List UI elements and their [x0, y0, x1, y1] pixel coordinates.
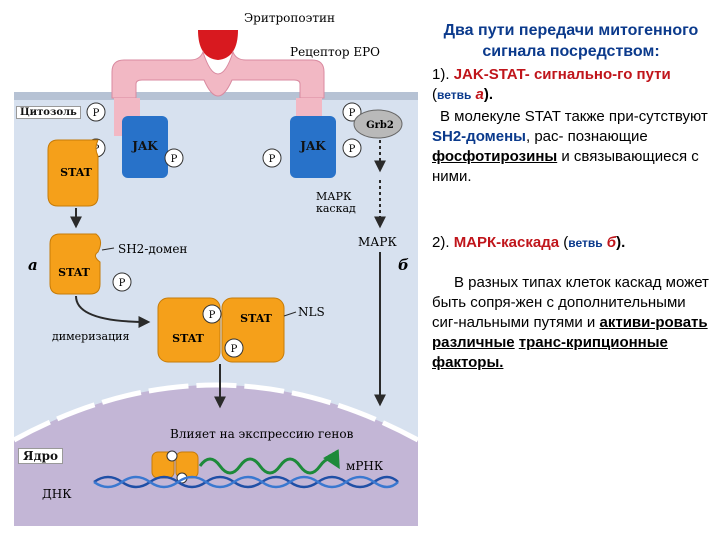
stat-free-label: STAT: [58, 266, 90, 279]
item1: 1). JAK-STAT- сигнально-го пути (ветвь а…: [432, 65, 710, 105]
item1-branch: ветвь: [437, 88, 472, 102]
nls-pointer: [283, 311, 297, 317]
jak-left: [122, 116, 168, 178]
para1-fosfo: фосфотирозины: [432, 148, 558, 165]
mapk-label: МАРК: [358, 235, 397, 249]
phospho-group: [166, 450, 178, 462]
p-label: P: [119, 278, 126, 289]
p-label: P: [209, 310, 216, 321]
item2: 2). МАРК-каскада (ветвь б).: [432, 233, 710, 253]
para2: В разных типах клеток каскад может быть …: [432, 273, 710, 373]
para2-underlined-2: транс-крипционные факторы.: [432, 334, 668, 371]
ligand-label: Эритропоэтин: [244, 11, 335, 25]
arrow-dimerization: [75, 295, 151, 328]
dimerization-label: димеризация: [52, 330, 130, 343]
p-label: P: [231, 344, 238, 355]
gene-expression-label: Влияет на экспрессию генов: [170, 427, 354, 441]
stat-free: [49, 233, 102, 295]
nucleus-area: [14, 385, 418, 526]
mapk-cascade-label-2: каскад: [316, 202, 356, 215]
cytosol-label: Цитозоль: [16, 106, 81, 119]
dna-strand-1: [93, 475, 399, 489]
p-label: P: [349, 108, 356, 119]
item2-branch: ветвь: [568, 236, 603, 250]
nls-label: NLS: [298, 305, 325, 319]
item1-paren-open: (: [432, 86, 437, 103]
item2-paren-open: (: [563, 234, 569, 251]
para2-text: В разных типах клеток каскад может быть …: [432, 274, 709, 331]
sh2-domain-label: SH2-домен: [118, 242, 187, 256]
nucleus-label: Ядро: [18, 448, 63, 464]
epo-receptor-extracellular: [111, 50, 325, 99]
p-label: P: [349, 144, 356, 155]
phospho-group: [224, 338, 244, 358]
mrna-strand: [198, 449, 340, 475]
branch-b-label: б: [398, 256, 409, 274]
para1-text-a: В молекуле STAT также при-сутствуют: [440, 108, 708, 125]
mapk-cascade-label-1: МАРК: [316, 190, 352, 203]
p-label: P: [269, 154, 276, 165]
item1-paren-close: ).: [483, 86, 494, 103]
receptor-label: Рецептор ЕРО: [290, 45, 380, 59]
para1-sh2: SH2-домены: [432, 128, 526, 145]
para2-underlined-1: активи-ровать различные: [432, 314, 708, 351]
item2-letter: б: [606, 234, 617, 251]
erythropoietin-ligand: [198, 30, 238, 60]
stat-bound: [47, 139, 99, 207]
grb2-label: Grb2: [366, 120, 394, 131]
item2-number: 2).: [432, 234, 450, 251]
branch-a-label: а: [28, 256, 38, 274]
dna-strand-2: [93, 475, 399, 489]
dna-label: ДНК: [42, 487, 72, 501]
phospho-group: [202, 304, 222, 324]
phospho-group: [112, 272, 132, 292]
nuclear-envelope: [12, 382, 420, 443]
para1: В молекуле STAT также при-сутствуют SH2-…: [432, 107, 710, 187]
jak-right-label: JAK: [299, 139, 326, 153]
side-text-panel: Два пути передачи митогенного сигнала по…: [432, 20, 710, 373]
p-label: P: [93, 108, 100, 119]
para1-text-b: , рас- познающие: [525, 128, 648, 145]
stat-dimer-left-label: STAT: [172, 332, 204, 345]
mrna-label: мРНК: [346, 459, 384, 473]
stat-dimer-right-label: STAT: [240, 312, 272, 325]
jak-right: [290, 116, 336, 178]
item2-name: МАРК-каскада: [453, 234, 560, 251]
item1-number: 1).: [432, 66, 450, 83]
item2-paren-close: ).: [616, 234, 626, 251]
para1-text-c: и связывающиеся с ними.: [432, 148, 699, 185]
side-title: Два пути передачи митогенного сигнала по…: [443, 22, 699, 60]
stat-bound-label: STAT: [60, 166, 92, 179]
grb2-protein: [353, 109, 403, 139]
sh2-pointer: [101, 247, 115, 251]
p-label: P: [171, 154, 178, 165]
item1-name: JAK-STAT- сигнально-го пути: [453, 66, 671, 83]
item1-letter: а: [475, 86, 484, 103]
jak-left-label: JAK: [131, 139, 158, 153]
